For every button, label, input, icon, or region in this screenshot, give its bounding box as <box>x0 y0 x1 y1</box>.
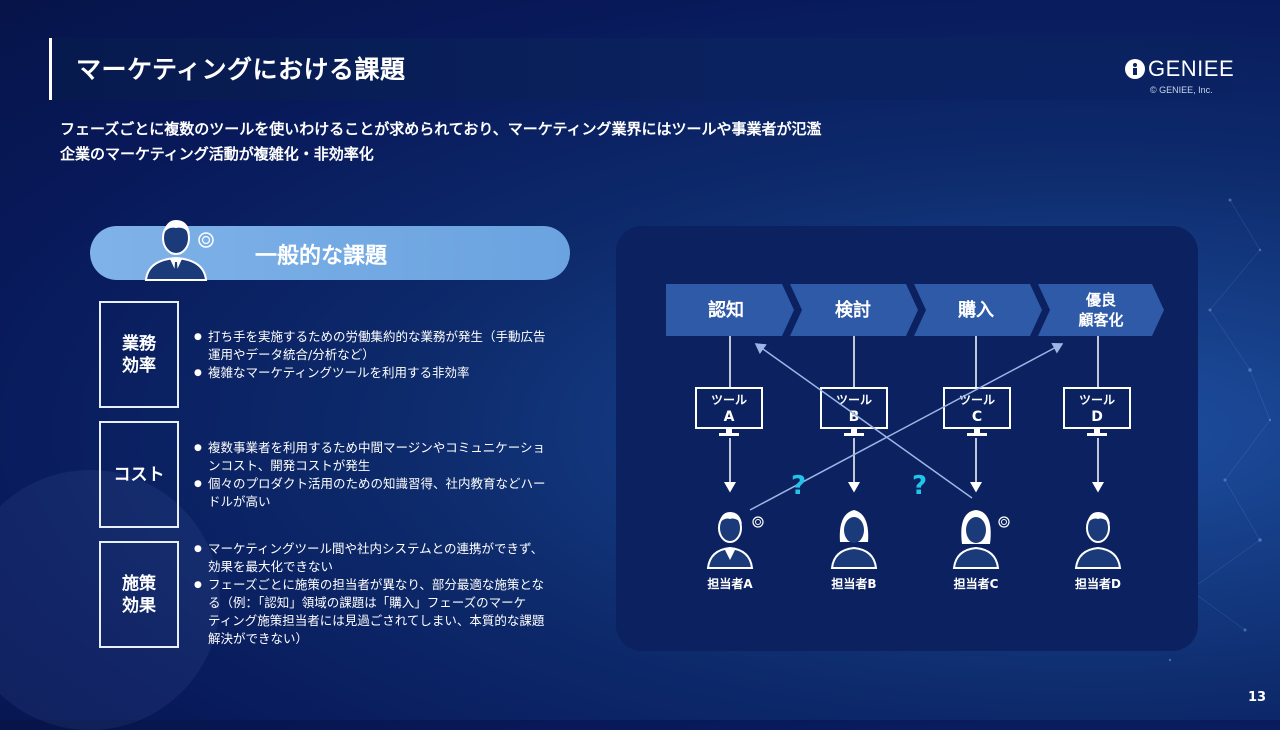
person-label: 担当者D <box>1075 576 1121 591</box>
person-label: 担当者B <box>831 576 876 591</box>
subtitle: フェーズごとに複数のツールを使いわけることが求められており、マーケティング業界に… <box>60 117 822 167</box>
bullet-line: ンコスト、開発コストが発生 <box>208 458 371 473</box>
phase-label: 顧客化 <box>1078 311 1123 329</box>
page-number: 13 <box>1248 690 1267 705</box>
copyright: © GENIEE, Inc. <box>1150 85 1213 95</box>
phase-chevron <box>666 284 794 336</box>
subtitle-line-1: フェーズごとに複数のツールを使いわけることが求められており、マーケティング業界に… <box>60 120 822 138</box>
bullet-line: 効果を最大化できない <box>208 559 334 574</box>
tool-label: A <box>724 409 735 425</box>
bullet-line: ティング施策担当者には見過ごされてしまい、本質的な課題 <box>208 613 545 628</box>
bullet-line: 個々のプロダクト活用のための知識習得、社内教育などハー <box>208 476 546 491</box>
bullet-line: 打ち手を実施するための労働集約的な業務が発生（手動広告 <box>208 329 546 344</box>
phase-chevron <box>1038 284 1164 336</box>
bullet-line: 運用やデータ統合/分析など） <box>208 347 375 362</box>
decorative-circle <box>0 470 220 730</box>
logo-text: GENIEE <box>1148 56 1235 81</box>
category-box-effect: 施策 効果 <box>99 541 179 648</box>
title-bar: マーケティングにおける課題 <box>49 38 1232 100</box>
person-label: 担当者A <box>707 576 753 591</box>
phase-label: 検討 <box>835 299 871 321</box>
phase-label: 優良 <box>1085 291 1116 309</box>
tool-monitors <box>695 387 1131 436</box>
bullet-line: 複数事業者を利用するため中間マージンやコミュニケーショ <box>208 440 546 455</box>
person-d-icon <box>1074 512 1122 569</box>
tool-label: B <box>849 409 860 425</box>
person-label: 担当者C <box>954 576 999 591</box>
tool-label: C <box>972 409 982 425</box>
bullet-list-efficiency: 打ち手を実施するための労働集約的な業務が発生（手動広告 運用やデータ統合/分析な… <box>194 328 579 382</box>
person-b-icon <box>830 510 878 569</box>
phase-chevron <box>790 284 918 336</box>
person-c-icon <box>952 510 1010 569</box>
phase-label: 購入 <box>957 299 994 321</box>
bullet-line: ドルが高い <box>208 494 271 509</box>
category-box-efficiency: 業務 効率 <box>99 301 179 408</box>
logo-mark-icon <box>1125 59 1145 79</box>
tool-label: ツール <box>836 393 872 407</box>
tool-label: ツール <box>711 393 747 407</box>
bullet-line: 複雑なマーケティングツールを利用する非効率 <box>208 365 470 380</box>
issue-title: 一般的な課題 <box>255 244 388 269</box>
bullet-line: 解決ができない） <box>208 631 309 646</box>
bullet-list-cost: 複数事業者を利用するため中間マージンやコミュニケーショ ンコスト、開発コストが発… <box>194 439 579 511</box>
worried-person-icon <box>144 220 214 281</box>
phase-label: 認知 <box>708 299 744 321</box>
person-a-icon <box>706 512 764 569</box>
category-label: 効率 <box>122 355 156 376</box>
bullet-list-effect: マーケティングツール間や社内システムとの連携ができず、 効果を最大化できない フ… <box>194 540 579 648</box>
network-decoration <box>1168 198 1272 662</box>
bullet-item: 複数事業者を利用するため中間マージンやコミュニケーショ ンコスト、開発コストが発… <box>194 439 579 475</box>
category-label: 施策 <box>122 573 156 594</box>
tool-diagram: 認知 検討 購入 優良 顧客化 ツール A ツール B ツール C <box>666 284 1164 591</box>
bullet-item: マーケティングツール間や社内システムとの連携ができず、 効果を最大化できない <box>194 540 579 576</box>
category-label: 効果 <box>122 595 156 616</box>
bullet-item: フェーズごとに施策の担当者が異なり、部分最適な施策とな る（例：「認知」領域の課… <box>194 576 579 648</box>
phase-chevron <box>914 284 1042 336</box>
category-label: コスト <box>113 464 165 485</box>
question-mark: ? <box>791 471 806 501</box>
question-mark: ? <box>912 471 927 501</box>
bullet-line: る（例：「認知」領域の課題は「購入」フェーズのマーケ <box>208 595 527 610</box>
category-label: 業務 <box>122 333 156 354</box>
bullet-item: 個々のプロダクト活用のための知識習得、社内教育などハー ドルが高い <box>194 475 579 511</box>
bullet-item: 打ち手を実施するための労働集約的な業務が発生（手動広告 運用やデータ統合/分析な… <box>194 328 579 364</box>
bullet-line: マーケティングツール間や社内システムとの連携ができず、 <box>208 541 544 556</box>
tool-label: ツール <box>1079 393 1115 407</box>
tool-label: ツール <box>959 393 995 407</box>
geniee-logo: GENIEE <box>1125 56 1234 82</box>
page-title: マーケティングにおける課題 <box>76 55 406 84</box>
subtitle-line-2: 企業のマーケティング活動が複雑化・非効率化 <box>60 145 374 163</box>
bullet-item: 複雑なマーケティングツールを利用する非効率 <box>194 364 579 382</box>
tool-label: D <box>1091 409 1103 425</box>
bullet-line: フェーズごとに施策の担当者が異なり、部分最適な施策とな <box>208 577 545 592</box>
category-box-cost: コスト <box>99 421 179 528</box>
